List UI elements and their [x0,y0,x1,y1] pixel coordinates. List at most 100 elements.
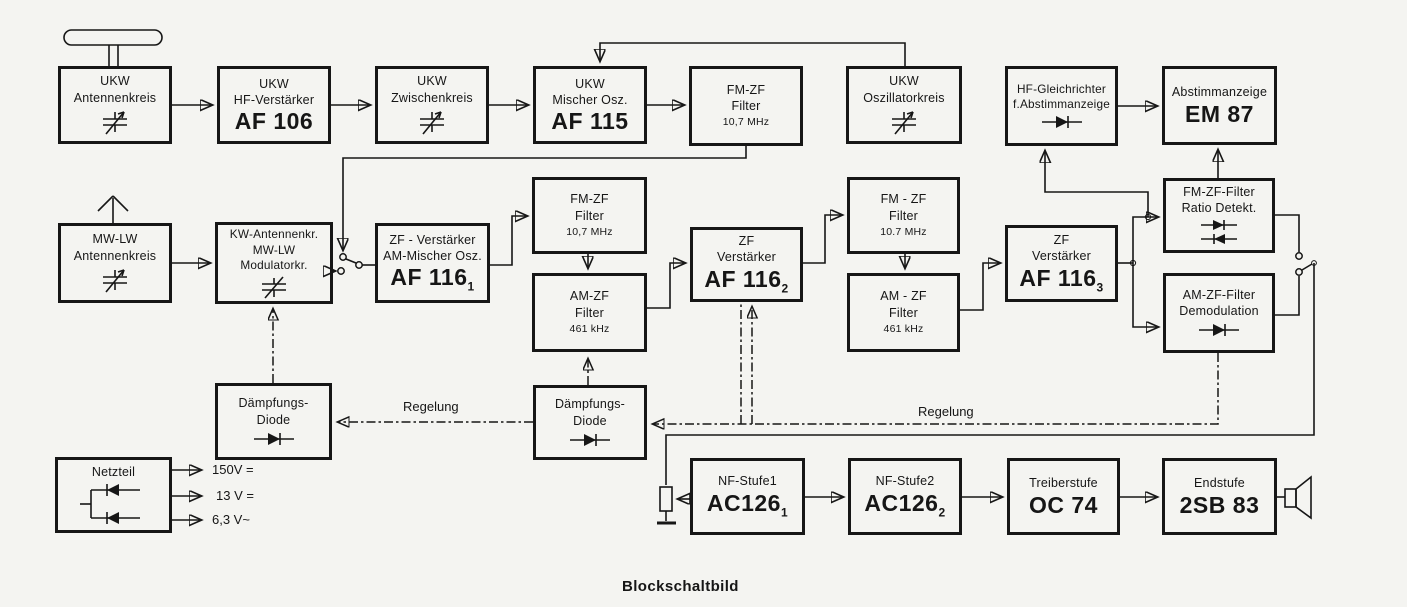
box-fm-zf-filter-1: FM-ZF Filter 10,7 MHz [689,66,803,146]
box-label: Filter [575,305,604,320]
box-label: Filter [575,208,604,223]
box-label: KW-Antennenkr. [229,227,319,242]
box-label: Filter [731,99,761,114]
box-ukw-hf-verstaerker: UKW HF-Verstärker AF 106 [217,66,331,144]
box-zf-verstaerker-1: ZF - Verstärker AM-Mischer Osz. AF 1161 [375,223,490,303]
supply-13v-label: 13 V = [216,488,254,503]
box-demodulation: AM-ZF-Filter Demodulation [1163,273,1275,353]
box-label: Diode [573,413,607,428]
box-label: ZF - Verstärker [389,232,476,247]
box-label: AM-ZF [569,289,610,304]
box-label: Verstärker [717,250,776,265]
rectifier-diodes-icon [79,484,140,525]
box-nf-stufe-2: NF-Stufe2 AC1262 [848,458,962,535]
part-number: AF 1161 [390,264,475,294]
box-daempfungsdiode-2: Dämpfungs- Diode [533,385,647,460]
box-am-zf-filter-2: AM - ZF Filter 461 kHz [847,273,960,352]
frequency-label: 10,7 MHz [566,225,613,238]
box-label: Mischer Osz. [552,92,628,107]
box-label: Filter [889,305,918,320]
diode-icon [253,432,294,445]
supply-63v-label: 6,3 V~ [212,512,250,527]
diode-icon [1199,324,1239,337]
dual-diode-icon [1201,220,1237,245]
part-number: AF 1162 [704,265,789,296]
dipole-antenna-icon [63,29,163,67]
variable-capacitor-icon [103,268,127,293]
box-label: f.Abstimmanzeige [1013,97,1110,111]
box-label: Netzteil [91,464,136,479]
box-label: Oszillatorkreis [863,90,945,105]
band-switch-icon [333,253,375,274]
box-label: Antennenkreis [73,248,157,263]
box-label: NF-Stufe2 [875,474,935,489]
box-label: UKW [259,76,289,91]
box-label: UKW [417,74,447,89]
box-am-zf-filter-1: AM-ZF Filter 461 kHz [532,273,647,352]
box-label: Dämpfungs- [554,397,626,412]
box-label: Verstärker [1032,249,1091,264]
box-ukw-antennenkreis: UKW Antennenkreis [58,66,172,144]
box-label: Filter [889,208,918,223]
box-label: MW-LW [92,232,138,247]
frequency-label: 461 kHz [883,322,924,335]
box-daempfungsdiode-1: Dämpfungs- Diode [215,383,332,460]
box-abstimmanzeige: Abstimmanzeige EM 87 [1162,66,1277,145]
box-ukw-mischer-osz: UKW Mischer Osz. AF 115 [533,66,647,144]
diode-icon [570,433,610,446]
box-label: Demodulation [1179,304,1259,318]
box-label: Modulatorkr. [240,258,308,273]
frequency-label: 461 kHz [569,322,610,335]
part-number: 2SB 83 [1179,491,1260,518]
box-label: UKW [575,76,605,91]
box-label: AM-ZF-Filter [1182,287,1256,302]
box-label: ZF [1053,233,1070,248]
box-label: Dämpfungs- [238,396,309,411]
box-label: UKW [100,74,130,89]
diode-icon [1041,116,1082,129]
part-number: AF 115 [551,108,629,135]
diagram-caption: Blockschaltbild [622,578,739,595]
box-label: AM - ZF [880,289,927,304]
box-zf-verstaerker-3: ZF Verstärker AF 1163 [1005,225,1118,302]
box-label: HF-Verstärker [233,92,315,107]
part-number: AF 1163 [1019,264,1104,295]
box-label: UKW [889,74,919,89]
supply-150v-label: 150V = [212,462,254,477]
box-label: Abstimmanzeige [1171,85,1268,100]
part-number: AC1262 [864,489,946,520]
box-label: AM-Mischer Osz. [383,248,482,263]
box-kw-antennenkreis: KW-Antennenkr. MW-LW Modulatorkr. [215,222,333,304]
box-label: NF-Stufe1 [718,474,777,489]
wire-antenna-icon [97,195,129,223]
speaker-icon [1284,475,1312,520]
part-number: OC 74 [1029,491,1098,518]
box-ukw-zwischenkreis: UKW Zwischenkreis [375,66,489,144]
box-nf-stufe-1: NF-Stufe1 AC1261 [690,458,805,535]
box-ukw-oszillatorkreis: UKW Oszillatorkreis [846,66,962,144]
box-label: HF-Gleichrichter [1016,81,1107,96]
box-treiberstufe: Treiberstufe OC 74 [1007,458,1120,535]
variable-capacitor-icon [420,110,444,135]
box-label: Antennenkreis [73,90,157,105]
box-label: FM-ZF-Filter [1183,184,1255,199]
box-label: Diode [256,412,291,427]
part-number: AF 106 [234,108,314,135]
box-label: Treiberstufe [1029,476,1098,491]
variable-capacitor-icon [262,276,286,299]
box-fm-zf-filter-2: FM-ZF Filter 10,7 MHz [532,177,647,254]
box-label: Ratio Detekt. [1181,201,1257,215]
part-number: AC1261 [706,489,789,520]
box-label: MW-LW [252,242,296,257]
box-label: Endstufe [1194,476,1245,491]
box-fm-zf-filter-3: FM - ZF Filter 10.7 MHz [847,177,960,254]
box-label: FM-ZF [726,82,766,97]
box-label: Zwischenkreis [391,90,473,105]
regelung-label-right: Regelung [918,404,974,419]
frequency-label: 10,7 MHz [722,116,770,129]
frequency-label: 10.7 MHz [880,225,927,238]
regelung-label-left: Regelung [403,399,459,414]
part-number: EM 87 [1185,100,1254,127]
box-zf-verstaerker-2: ZF Verstärker AF 1162 [690,227,803,302]
